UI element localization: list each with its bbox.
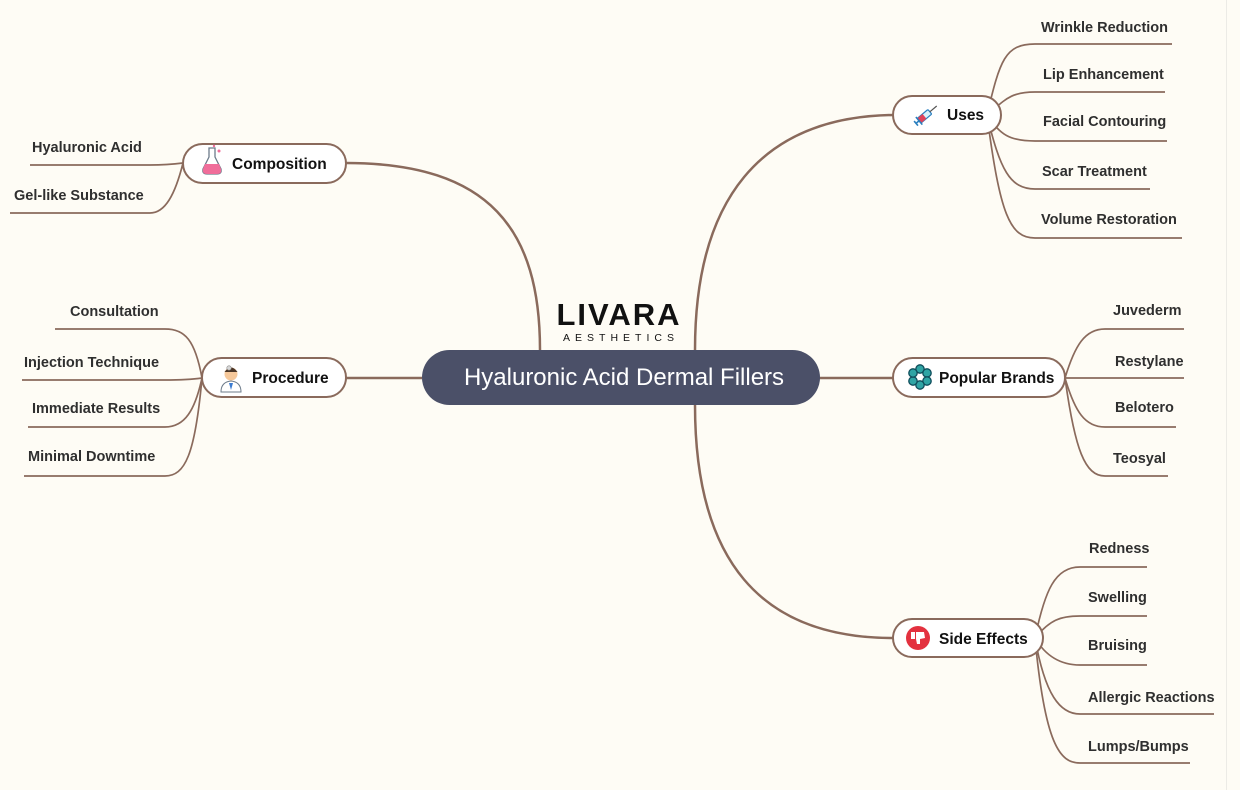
branch-uses xyxy=(693,113,894,351)
procedure-items: Consultation Injection Technique Immedia… xyxy=(24,304,160,465)
uses-items: Wrinkle Reduction Lip Enhancement Facial… xyxy=(1041,20,1177,228)
thumbs-down-icon xyxy=(906,626,930,650)
node-side-effects-label: Side Effects xyxy=(939,631,1028,648)
list-item[interactable]: Bruising xyxy=(1088,638,1147,654)
node-composition-label: Composition xyxy=(232,156,327,173)
list-item[interactable]: Volume Restoration xyxy=(1041,212,1177,228)
node-procedure[interactable]: Procedure xyxy=(201,357,347,398)
node-uses[interactable]: Uses xyxy=(892,95,1002,135)
list-item[interactable]: Swelling xyxy=(1088,590,1147,606)
list-item[interactable]: Facial Contouring xyxy=(1043,114,1166,130)
list-item[interactable]: Allergic Reactions xyxy=(1088,690,1215,706)
list-item[interactable]: Restylane xyxy=(1115,354,1184,370)
composition-items: Hyaluronic Acid Gel-like Substance xyxy=(14,140,144,204)
list-item[interactable]: Juvederm xyxy=(1113,303,1182,319)
node-procedure-label: Procedure xyxy=(252,370,329,387)
list-item[interactable]: Belotero xyxy=(1115,400,1174,416)
node-popular-brands-label: Popular Brands xyxy=(939,370,1054,387)
main-branches xyxy=(345,113,894,640)
sub-branches xyxy=(10,43,1214,764)
logo-wordmark: LIVARA xyxy=(556,297,681,332)
canvas-edge-guide xyxy=(1226,0,1227,790)
center-node-background xyxy=(422,350,820,405)
list-item[interactable]: Injection Technique xyxy=(24,355,159,371)
syringe-icon xyxy=(913,105,938,127)
list-item[interactable]: Hyaluronic Acid xyxy=(32,140,142,156)
list-item[interactable]: Teosyal xyxy=(1113,451,1166,467)
list-item[interactable]: Wrinkle Reduction xyxy=(1041,20,1168,36)
node-popular-brands[interactable]: Popular Brands xyxy=(892,357,1066,398)
node-composition[interactable]: Composition xyxy=(182,143,347,184)
center-node[interactable]: Hyaluronic Acid Dermal Fillers xyxy=(422,350,820,405)
doctor-icon xyxy=(220,365,242,393)
logo-tagline: AESTHETICS xyxy=(563,332,679,344)
list-item[interactable]: Gel-like Substance xyxy=(14,188,144,204)
list-item[interactable]: Immediate Results xyxy=(32,401,160,417)
brand-logo: LIVARA AESTHETICS xyxy=(556,297,681,344)
node-side-effects[interactable]: Side Effects xyxy=(892,618,1044,658)
side-effects-items: Redness Swelling Bruising Allergic React… xyxy=(1088,541,1215,755)
center-title: Hyaluronic Acid Dermal Fillers xyxy=(464,364,784,391)
molecule-icon xyxy=(908,364,932,390)
brands-items: Juvederm Restylane Belotero Teosyal xyxy=(1113,303,1184,467)
node-uses-label: Uses xyxy=(947,107,984,124)
list-item[interactable]: Lumps/Bumps xyxy=(1088,739,1189,755)
list-item[interactable]: Lip Enhancement xyxy=(1043,67,1164,83)
branch-side-effects xyxy=(693,404,894,640)
list-item[interactable]: Minimal Downtime xyxy=(28,449,155,465)
flask-icon xyxy=(202,144,222,175)
list-item[interactable]: Redness xyxy=(1089,541,1149,557)
list-item[interactable]: Scar Treatment xyxy=(1042,164,1147,180)
list-item[interactable]: Consultation xyxy=(70,304,159,320)
branch-composition xyxy=(345,161,542,351)
